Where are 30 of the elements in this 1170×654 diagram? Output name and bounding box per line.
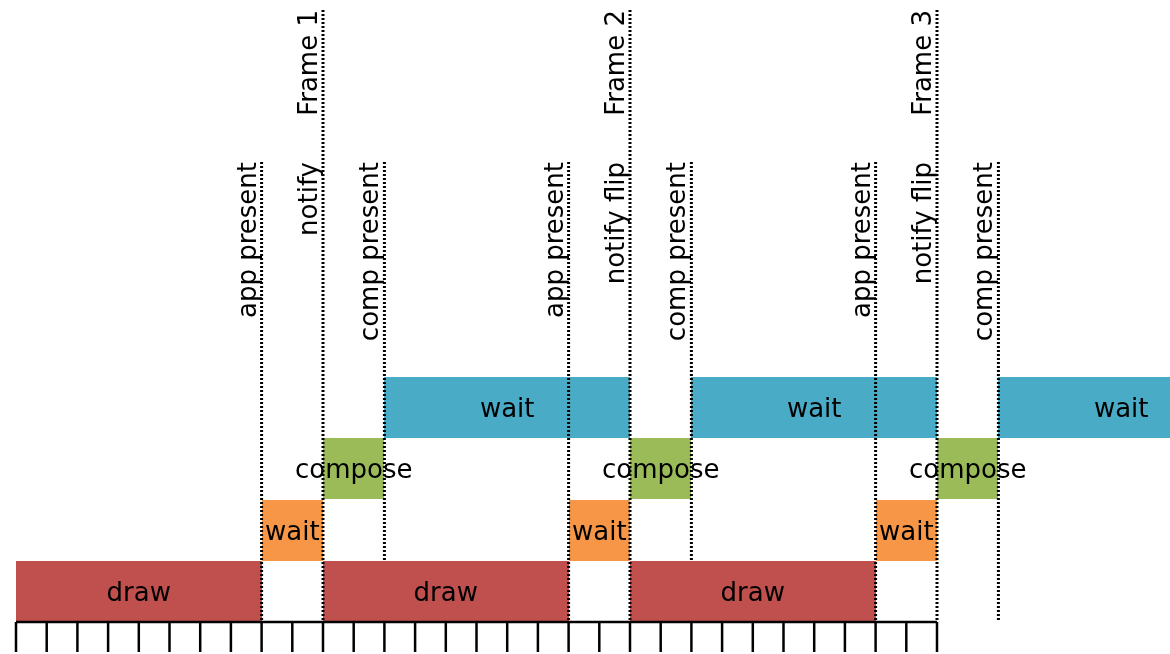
event-label: app present (540, 162, 567, 319)
event-label: comp present (356, 162, 383, 342)
bar-label: wait (878, 515, 934, 546)
bar-label: wait (571, 515, 627, 546)
event-label: notify flip (602, 162, 628, 285)
wait-bar (998, 377, 1170, 438)
event-label: notify flip (909, 162, 935, 285)
bar-label: draw (413, 576, 478, 607)
bar-label: wait (1093, 392, 1149, 423)
event-label: Frame 3 (909, 10, 935, 116)
wait-bar (261, 500, 323, 561)
bar-label: draw (106, 576, 171, 607)
bar-label: wait (264, 515, 320, 546)
draw-bar (630, 561, 876, 622)
wait-bar (384, 377, 630, 438)
wait-bar (875, 500, 937, 561)
event-label: notify (295, 162, 321, 236)
draw-bar (16, 561, 262, 622)
event-label: Frame 2 (602, 10, 628, 116)
event-label: app present (847, 162, 874, 319)
wait-bar (691, 377, 937, 438)
bar-label: draw (720, 576, 785, 607)
bar-label: wait (479, 392, 535, 423)
event-label: comp present (970, 162, 997, 342)
bar-label: wait (786, 392, 842, 423)
event-label: comp present (663, 162, 690, 342)
event-label: app present (233, 162, 260, 319)
wait-bar (568, 500, 630, 561)
event-label: Frame 1 (295, 10, 321, 116)
draw-bar (323, 561, 569, 622)
